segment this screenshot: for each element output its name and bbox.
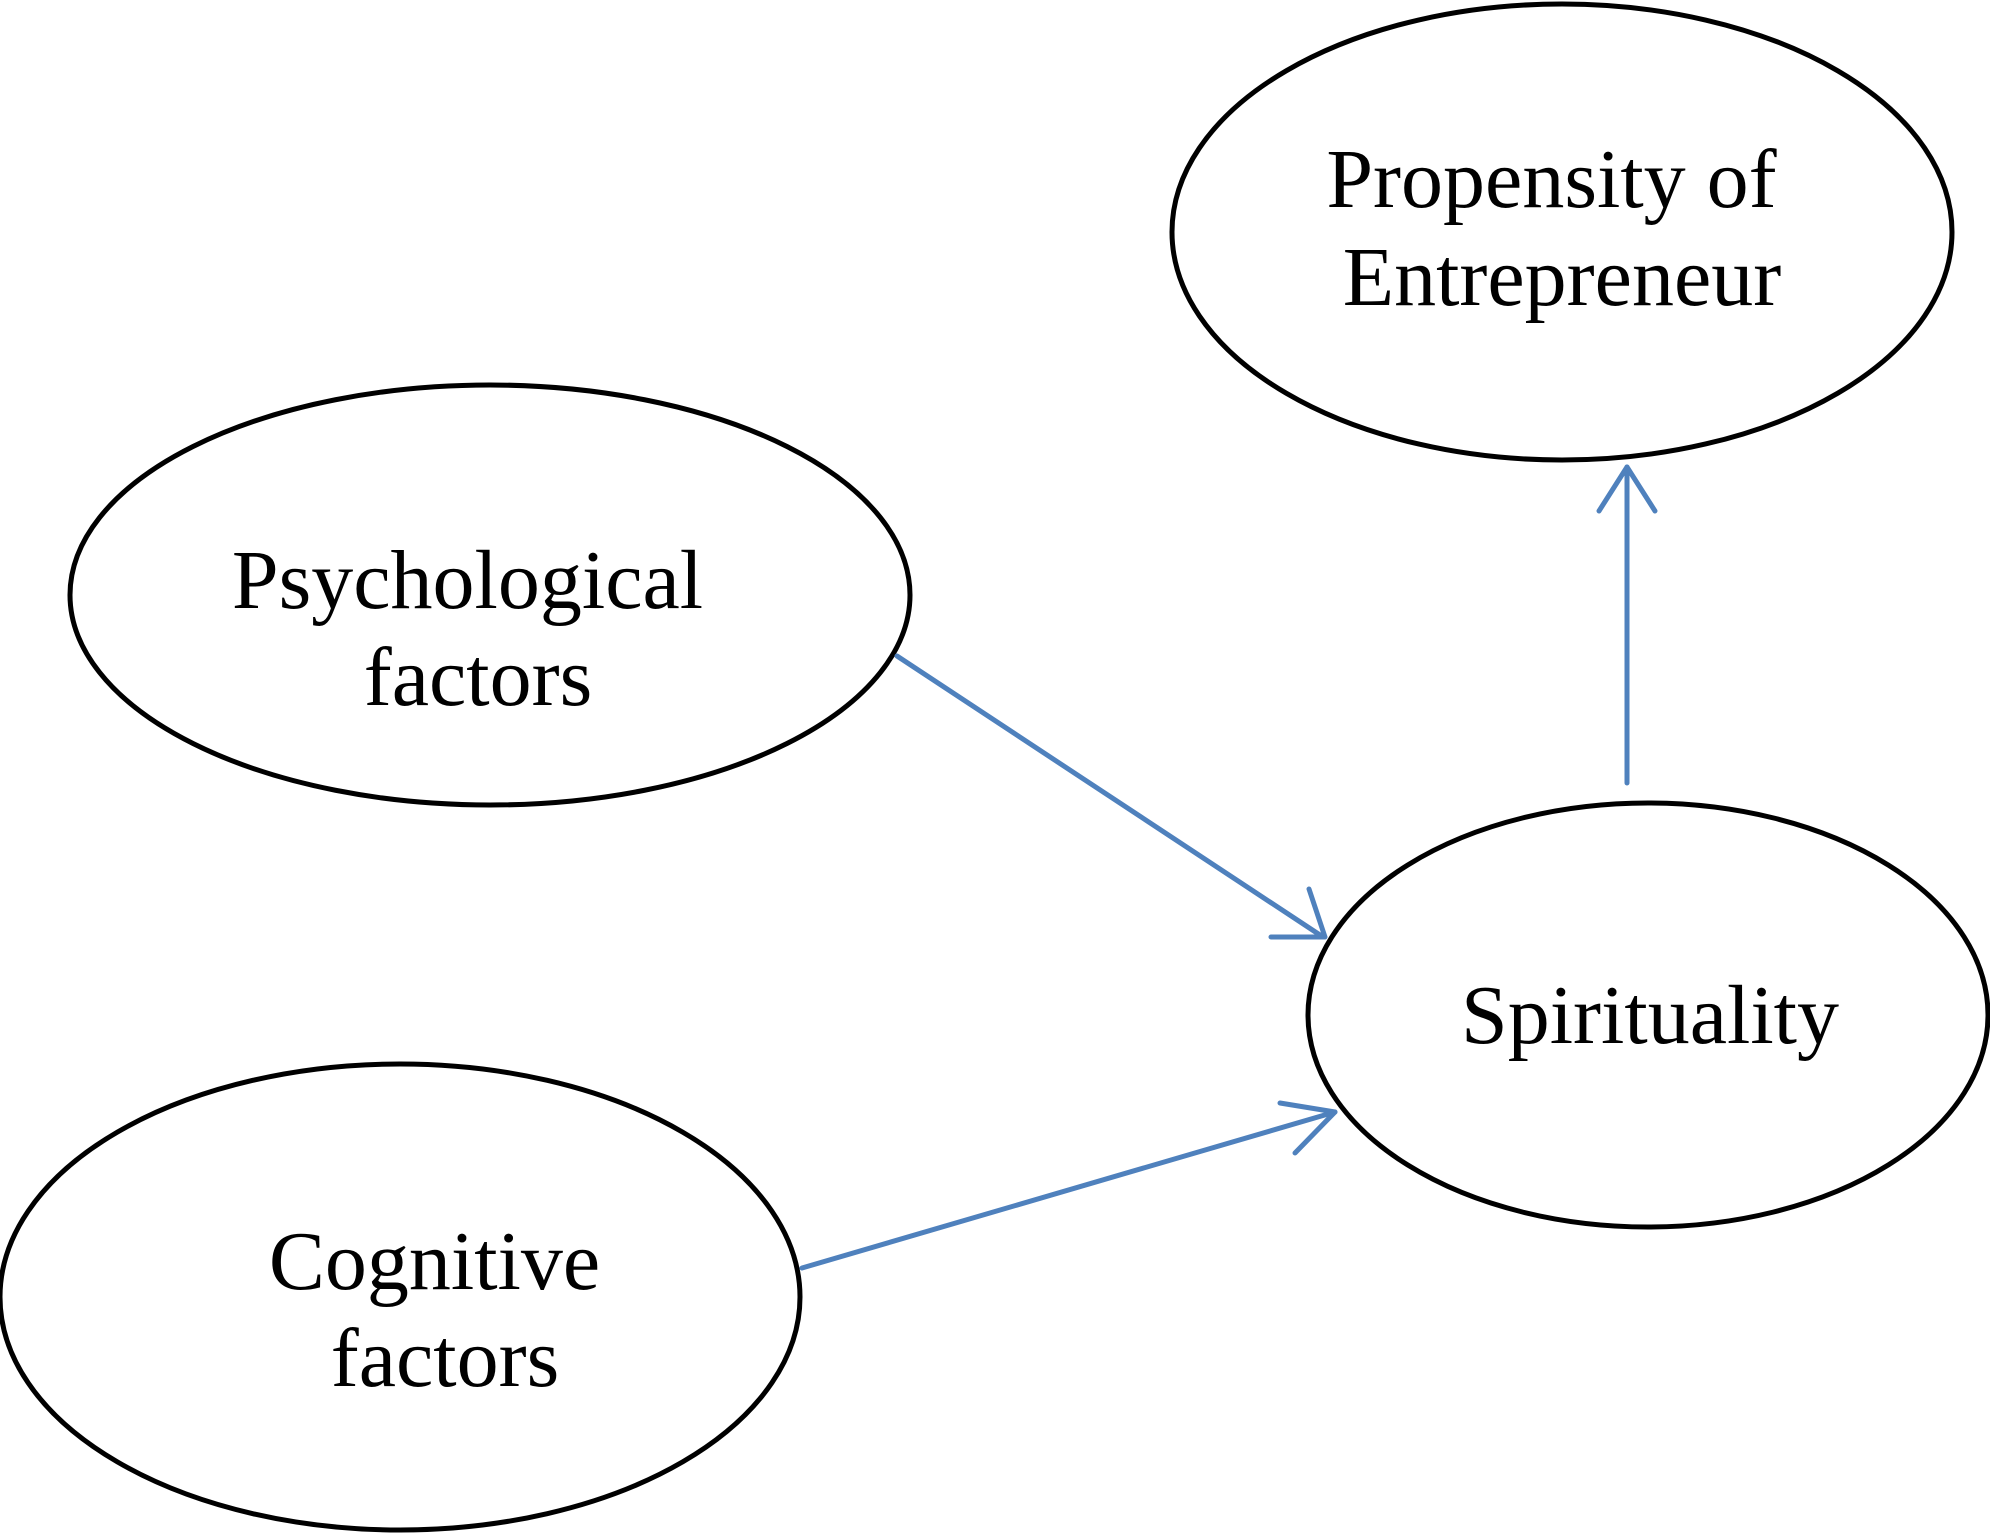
node-spirituality-label: Spirituality [1461, 969, 1839, 1062]
node-spirituality-line-1: Spirituality [1461, 969, 1839, 1062]
node-psychological-factors: Psychological factors [67, 382, 913, 808]
node-propensity-label: Propensity of Entrepreneur [1326, 133, 1797, 324]
edge-cognitive-to-spirituality [799, 1100, 1338, 1271]
node-spirituality-ellipse [1305, 800, 1990, 1230]
edge-psychological-to-spirituality-line [894, 653, 1326, 940]
node-psychological-line-1: Psychological [232, 534, 703, 627]
node-cognitive-label: Cognitive factors [269, 1215, 621, 1405]
node-propensity-line-2: Entrepreneur [1343, 231, 1781, 324]
edge-spirituality-to-propensity-arrowhead [1596, 464, 1658, 514]
node-psychological-line-2: factors [364, 631, 593, 724]
node-psychological-label: Psychological factors [232, 534, 724, 724]
edge-spirituality-to-propensity [1596, 464, 1658, 786]
node-cognitive-ellipse [0, 1061, 803, 1533]
node-cognitive-factors: Cognitive factors [0, 1061, 803, 1533]
edge-cognitive-to-spirituality-line [799, 1109, 1338, 1271]
node-propensity-of-entrepreneur: Propensity of Entrepreneur [1169, 1, 1955, 463]
node-cognitive-line-1: Cognitive [269, 1215, 600, 1308]
node-propensity-ellipse [1169, 1, 1955, 463]
edge-cognitive-to-spirituality-arrowhead [1277, 1100, 1338, 1156]
node-cognitive-line-2: factors [331, 1312, 560, 1405]
edge-psychological-to-spirituality [894, 653, 1328, 940]
node-propensity-line-1: Propensity of [1326, 133, 1776, 226]
edge-psychological-to-spirituality-arrowhead [1268, 886, 1328, 940]
node-psychological-ellipse [67, 382, 913, 808]
node-spirituality: Spirituality [1305, 800, 1990, 1230]
